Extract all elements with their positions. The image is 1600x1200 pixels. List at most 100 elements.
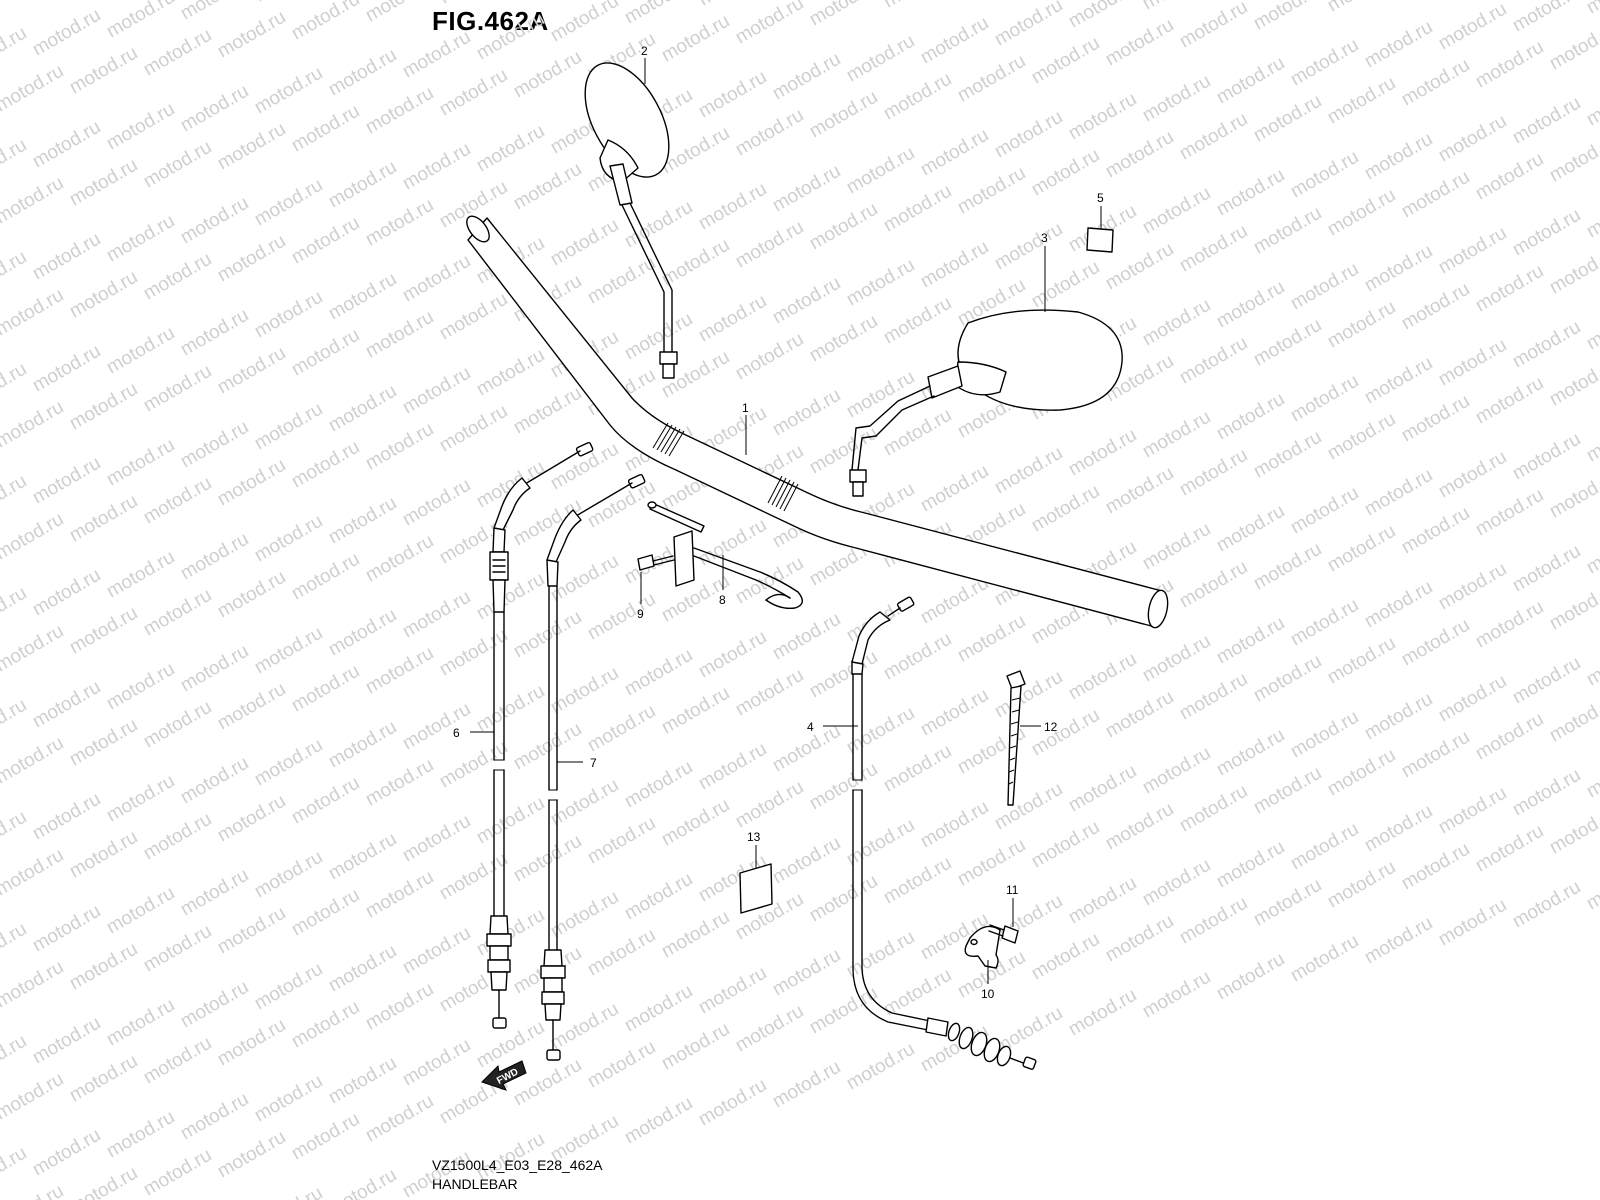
watermark-text: motod.ru (806, 0, 881, 30)
watermark-text: motod.ru (584, 253, 659, 309)
throttle-cable-6-part (486, 441, 594, 1029)
watermark-text: motod.ru (1398, 391, 1473, 447)
watermark-text: motod.ru (362, 979, 437, 1035)
watermark-text: motod.ru (473, 1017, 548, 1073)
bolt-9-part (637, 554, 675, 571)
watermark-text: motod.ru (399, 1035, 474, 1091)
watermark-text: motod.ru (880, 405, 955, 461)
watermark-text: motod.ru (0, 845, 67, 901)
watermark-text: motod.ru (66, 603, 141, 659)
watermark-text: motod.ru (214, 679, 289, 735)
watermark-text: motod.ru (103, 547, 178, 603)
watermark-text: motod.ru (473, 569, 548, 625)
watermark-text: motod.ru (29, 565, 104, 621)
watermark-text: motod.ru (1139, 743, 1214, 799)
watermark-text: motod.ru (695, 291, 770, 347)
callout-9: 9 (637, 607, 644, 621)
watermark-text: motod.ru (1472, 485, 1547, 541)
watermark-text: motod.ru (1287, 819, 1362, 875)
watermark-text: motod.ru (1546, 467, 1600, 523)
watermark-text: motod.ru (1028, 481, 1103, 537)
watermark-text: motod.ru (991, 779, 1066, 835)
watermark-text: motod.ru (1028, 33, 1103, 89)
watermark-text: motod.ru (954, 51, 1029, 107)
watermark-text: motod.ru (288, 997, 363, 1053)
watermark-text: motod.ru (695, 67, 770, 123)
watermark-text: motod.ru (1472, 597, 1547, 653)
watermark-text: motod.ru (0, 1069, 67, 1125)
watermark-text: motod.ru (1028, 817, 1103, 873)
watermark-text: motod.ru (399, 475, 474, 531)
watermark-text: motod.ru (399, 363, 474, 419)
watermark-text: motod.ru (362, 83, 437, 139)
watermark-text: motod.ru (1213, 277, 1288, 333)
watermark-text: motod.ru (214, 567, 289, 623)
watermark-text: motod.ru (140, 1033, 215, 1089)
watermark-text: motod.ru (1287, 35, 1362, 91)
watermark-text: motod.ru (66, 379, 141, 435)
watermark-text: motod.ru (658, 11, 733, 67)
watermark-text: motod.ru (399, 811, 474, 867)
watermark-text: motod.ru (362, 195, 437, 251)
watermark-text: motod.ru (621, 757, 696, 813)
watermark-text: motod.ru (0, 359, 30, 415)
right-mirror-part (849, 309, 1123, 497)
clutch-cable-end-boot (947, 1022, 1012, 1067)
callout-13: 13 (747, 830, 761, 844)
watermark-text: motod.ru (1176, 109, 1251, 165)
watermark-text: motod.ru (1324, 297, 1399, 353)
watermark-text: motod.ru (991, 443, 1066, 499)
watermark-text: motod.ru (1139, 967, 1214, 1023)
watermark-text: motod.ru (140, 697, 215, 753)
watermark-text: motod.ru (510, 831, 585, 887)
cable-tie-12-part (1006, 670, 1026, 806)
watermark-text: motod.ru (1065, 985, 1140, 1041)
watermark-text: motod.ru (1324, 185, 1399, 241)
watermark-text: motod.ru (1324, 0, 1399, 16)
watermark-text: motod.ru (547, 887, 622, 943)
watermark-text: motod.ru (288, 773, 363, 829)
watermark-text: motod.ru (140, 249, 215, 305)
watermark-text: motod.ru (1287, 371, 1362, 427)
watermark-text: motod.ru (1361, 17, 1436, 73)
watermark-text: motod.ru (1435, 895, 1510, 951)
watermark-text: motod.ru (473, 905, 548, 961)
watermark-text: motod.ru (806, 647, 881, 703)
watermark-text: motod.ru (177, 0, 252, 24)
watermark-text: motod.ru (1472, 373, 1547, 429)
watermark-text: motod.ru (1139, 631, 1214, 687)
watermark-text: motod.ru (1102, 127, 1177, 183)
watermark-text: motod.ru (362, 0, 437, 26)
watermark-text: motod.ru (214, 7, 289, 63)
watermark-text: motod.ru (214, 455, 289, 511)
watermark-text: motod.ru (103, 995, 178, 1051)
watermark-text: motod.ru (695, 1075, 770, 1131)
watermark-text: motod.ru (177, 641, 252, 697)
watermark-text: motod.ru (769, 385, 844, 441)
watermark-text: motod.ru (177, 1089, 252, 1145)
callout-10: 10 (981, 987, 995, 1001)
watermark-text: motod.ru (288, 661, 363, 717)
watermark-text: motod.ru (1398, 727, 1473, 783)
watermark-text: motod.ru (0, 471, 30, 527)
watermark-text: motod.ru (251, 399, 326, 455)
watermark-text: motod.ru (436, 849, 511, 905)
watermark-text: motod.ru (1028, 705, 1103, 761)
watermark-text: motod.ru (1213, 53, 1288, 109)
watermark-text: motod.ru (1324, 409, 1399, 465)
watermark-text: motod.ru (1324, 745, 1399, 801)
watermark-text: motod.ru (1213, 389, 1288, 445)
watermark-text: motod.ru (251, 959, 326, 1015)
watermark-text: motod.ru (140, 585, 215, 641)
watermark-text: motod.ru (251, 511, 326, 567)
left-mirror-part (584, 62, 678, 379)
watermark-text: motod.ru (362, 755, 437, 811)
watermark-text: motod.ru (29, 1013, 104, 1069)
watermark-text: motod.ru (0, 285, 67, 341)
watermark-text: motod.ru (0, 173, 67, 229)
watermark-text: motod.ru (732, 1001, 807, 1057)
watermark-text: motod.ru (1028, 257, 1103, 313)
handlebar-part (466, 215, 1169, 629)
watermark-text: motod.ru (1398, 279, 1473, 335)
watermark-text: motod.ru (621, 0, 696, 28)
